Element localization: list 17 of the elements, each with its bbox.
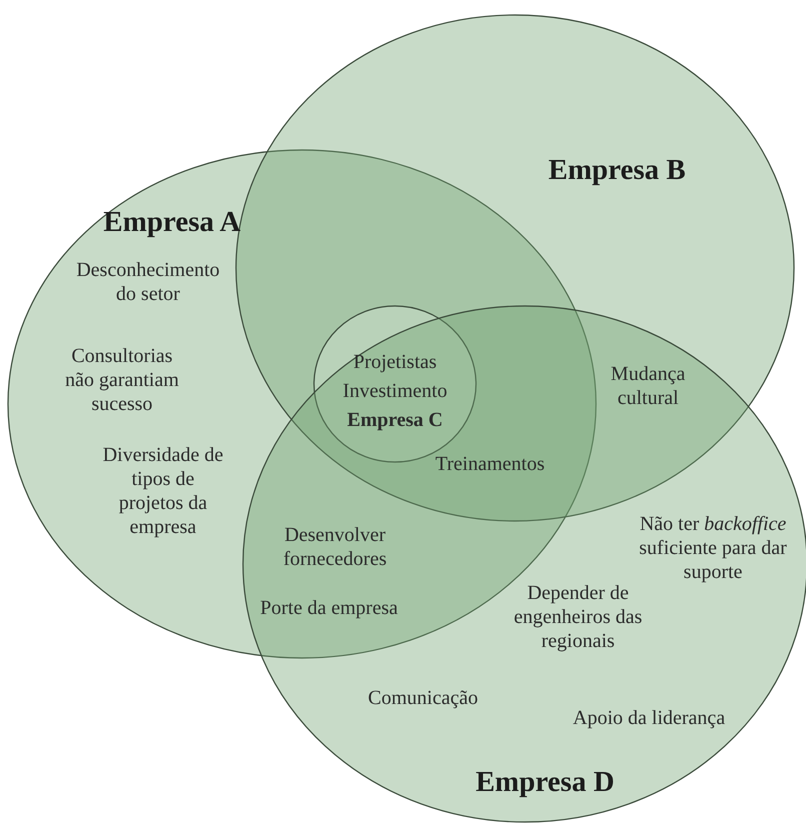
item-text: Treinamentos <box>434 452 546 476</box>
item-text: Diversidade de tipos de projetos da empresa <box>102 443 224 539</box>
set-title: Empresa B <box>548 154 686 187</box>
item-text: Depender de engenheiros das regionais <box>512 581 644 653</box>
item-text: Comunicação <box>367 686 479 710</box>
item-text: Porte da empresa <box>259 596 399 620</box>
item-text: Não ter backoffice suficiente para dar suporte <box>638 512 788 584</box>
item-text: Projetistas <box>353 350 437 374</box>
item-text: Desenvolver fornecedores <box>282 523 388 571</box>
item-text: Mudança cultural <box>610 362 686 410</box>
item-text: Apoio da liderança <box>572 706 726 730</box>
item-text: Desconhecimento do setor <box>75 258 221 306</box>
set-title: Empresa A <box>103 206 241 239</box>
item-text: Consultorias não garantiam sucesso <box>64 344 180 416</box>
set-title: Empresa D <box>476 766 614 799</box>
item-text: Investimento <box>342 380 448 402</box>
set-title: Empresa C <box>347 408 443 432</box>
